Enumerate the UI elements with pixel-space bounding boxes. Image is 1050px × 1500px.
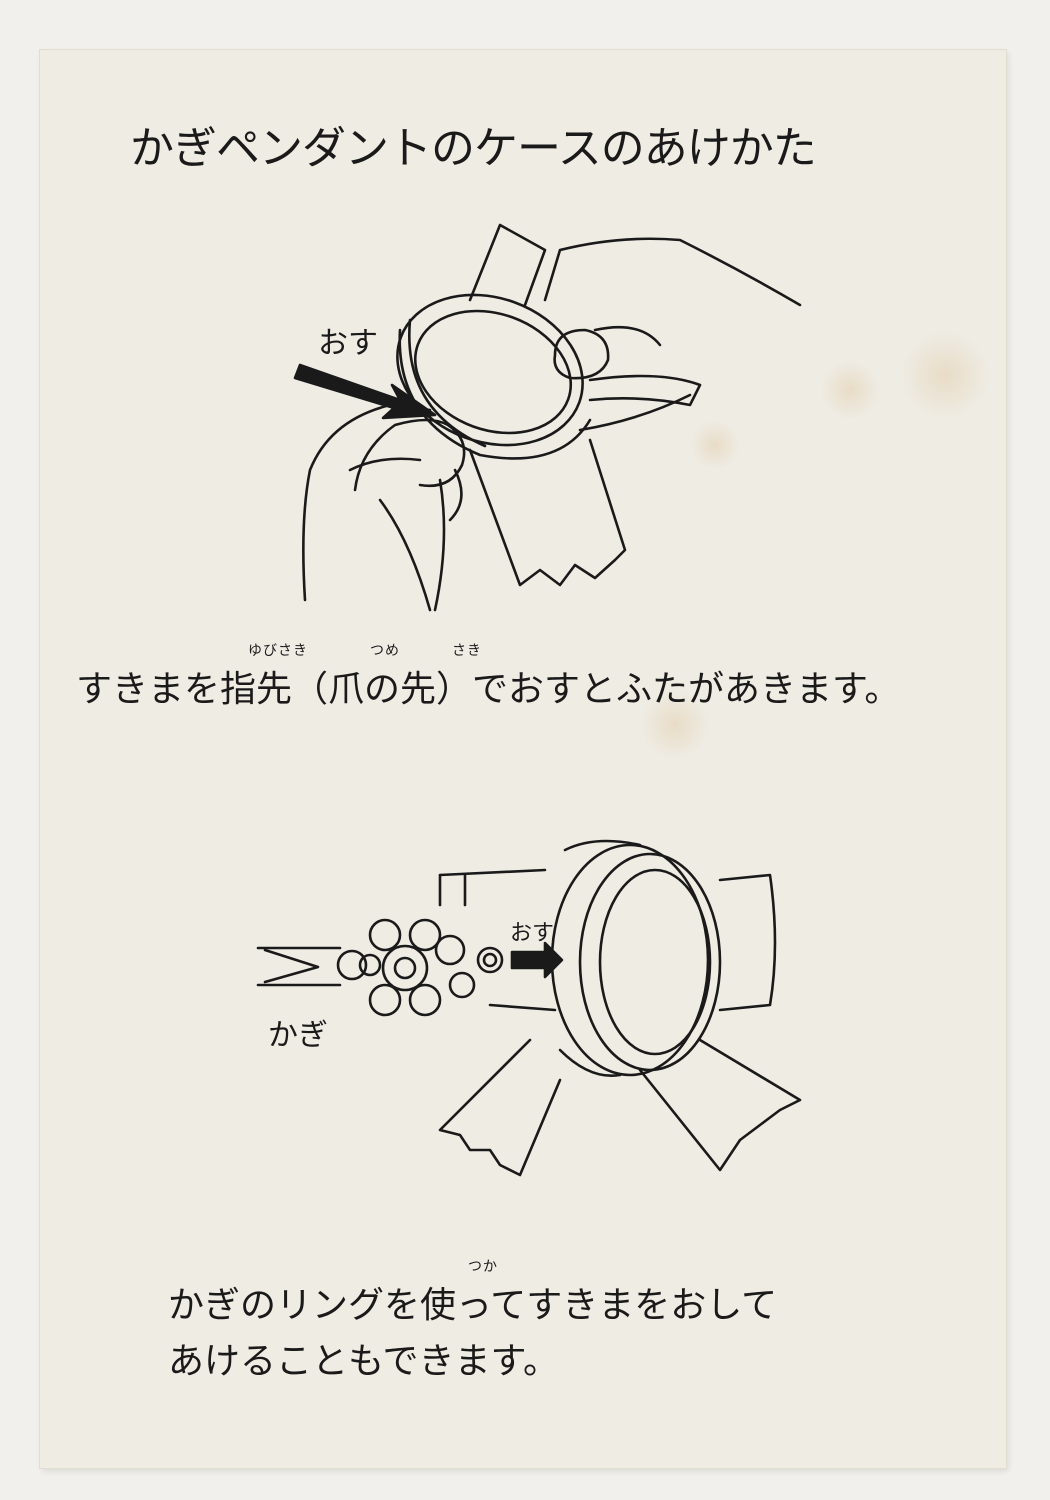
page-title: かぎペンダントのケースのあけかた: [130, 123, 817, 174]
ruby-tsuka: つか: [468, 1259, 498, 1275]
ruby-saki: さき: [452, 643, 482, 659]
paper-stain: [640, 690, 710, 760]
ruby-yubisaki: ゆびさき: [248, 643, 308, 659]
push-label-2: おす: [510, 921, 555, 946]
push-label-1: おす: [318, 326, 378, 361]
paper-stain: [900, 330, 990, 420]
step1-caption: すきまを指先（爪の先）でおすとふたがあきます。: [76, 669, 901, 710]
paper-stain: [820, 360, 880, 420]
step2-caption-line2: あけることもできます。: [168, 1341, 559, 1382]
paper-sheet: [40, 50, 1006, 1468]
ruby-tsume: つめ: [370, 643, 400, 659]
key-label: かぎ: [268, 1018, 328, 1053]
paper-stain: [690, 420, 740, 470]
step2-caption-line1: かぎのリングを使ってすきまをおして: [168, 1285, 778, 1326]
